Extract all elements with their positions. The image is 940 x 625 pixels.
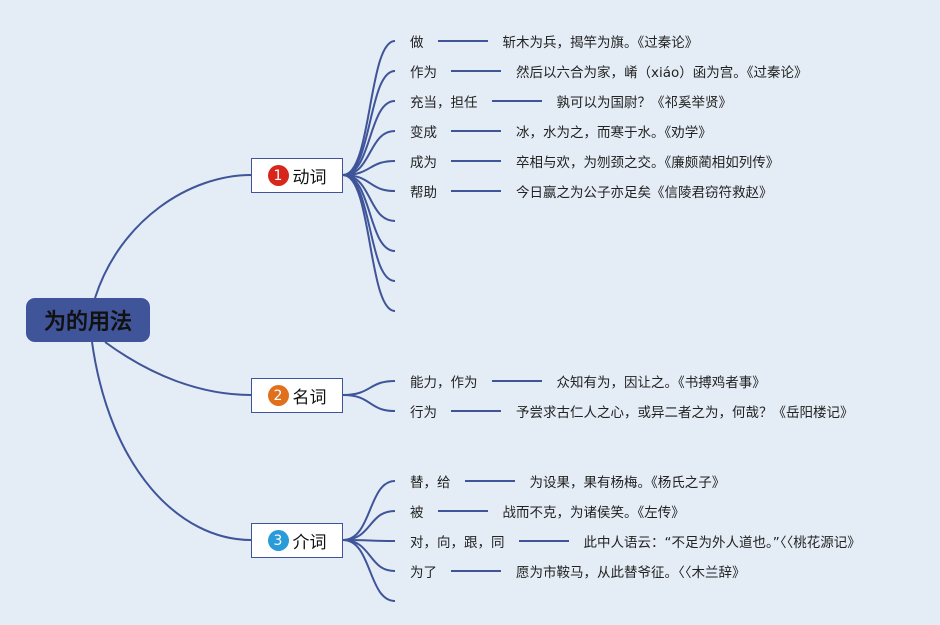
- meaning: 行为: [410, 405, 437, 421]
- example: 今日嬴之为公子亦足矣《信陵君窃符救赵》: [516, 185, 773, 201]
- leaf-connector: [342, 174, 396, 312]
- leaf-connector: [342, 480, 396, 541]
- link-line: [451, 70, 501, 72]
- leaf-item[interactable]: 为了 愿为市鞍马，从此替爷征。〈〈木兰辞》: [410, 561, 746, 581]
- number-badge-icon: 3: [267, 530, 289, 551]
- example: 为设果，果有杨梅。《杨氏之子》: [529, 475, 726, 491]
- leaf-connector: [342, 100, 396, 176]
- example: 然后以六合为家，崤（xiáo）函为宫。《过秦论》: [516, 65, 808, 81]
- example: 孰可以为国尉？《祁奚举贤》: [556, 95, 733, 111]
- leaf-item[interactable]: 充当，担任 孰可以为国尉？《祁奚举贤》: [410, 91, 732, 111]
- meaning: 对，向，跟，同: [410, 535, 505, 551]
- example: 予尝求古仁人之心，或异二者之为，何哉？《岳阳楼记》: [516, 405, 854, 421]
- leaf-connector: [342, 510, 396, 541]
- root-connector: [104, 341, 252, 396]
- leaf-connector: [342, 130, 396, 176]
- link-line: [437, 510, 488, 512]
- leaf-connector: [342, 40, 396, 176]
- meaning: 变成: [410, 125, 437, 141]
- topic-label: 介词: [292, 533, 327, 553]
- leaf-connector: [342, 539, 396, 602]
- link-line: [451, 410, 501, 412]
- example: 愿为市鞍马，从此替爷征。〈〈木兰辞》: [516, 565, 746, 581]
- example: 卒相与欢，为刎颈之交。《廉颇蔺相如列传》: [516, 155, 780, 171]
- meaning: 帮助: [410, 185, 437, 201]
- leaf-item[interactable]: 做 斩木为兵，揭竿为旗。《过秦论》: [410, 31, 698, 51]
- example: 冰，水为之，而寒于水。《劝学》: [516, 125, 712, 141]
- meaning: 成为: [410, 155, 437, 171]
- leaf-item[interactable]: 被 战而不克，为诸侯笑。《左传》: [410, 501, 685, 521]
- leaf-item[interactable]: 行为 予尝求古仁人之心，或异二者之为，何哉？《岳阳楼记》: [410, 401, 854, 421]
- root-connector: [94, 174, 252, 299]
- example: 斩木为兵，揭竿为旗。《过秦论》: [502, 35, 699, 51]
- leaf-connector: [342, 394, 396, 412]
- link-line: [451, 130, 501, 132]
- meaning: 做: [410, 35, 424, 51]
- leaf-item[interactable]: 能力，作为 众知有为，因让之。《书搏鸡者事》: [410, 371, 766, 391]
- meaning: 充当，担任: [410, 95, 478, 111]
- root-title: 为的用法: [43, 310, 132, 335]
- leaf-item[interactable]: 帮助 今日嬴之为公子亦足矣《信陵君窃符救赵》: [410, 181, 773, 201]
- link-line: [437, 40, 488, 42]
- meaning: 被: [410, 505, 424, 521]
- link-line: [464, 480, 515, 482]
- topic-label: 动词: [292, 168, 327, 188]
- root-connector: [91, 341, 252, 541]
- leaf-item[interactable]: 成为 卒相与欢，为刎颈之交。《廉颇蔺相如列传》: [410, 151, 779, 171]
- leaf-item[interactable]: 替，给 为设果，果有杨梅。《杨氏之子》: [410, 471, 725, 491]
- link-line: [451, 160, 501, 162]
- leaf-item[interactable]: 变成 冰，水为之，而寒于水。《劝学》: [410, 121, 712, 141]
- link-line: [451, 190, 501, 192]
- meaning: 作为: [410, 65, 437, 81]
- number-badge-icon: 2: [267, 385, 289, 406]
- topic-label: 名词: [292, 388, 327, 408]
- meaning: 能力，作为: [410, 375, 478, 391]
- link-line: [451, 570, 501, 572]
- example: 此中人语云：“不足为外人道也。”〈〈桃花源记》: [583, 535, 861, 551]
- number-badge-icon: 1: [267, 165, 289, 186]
- meaning: 为了: [410, 565, 437, 581]
- meaning: 替，给: [410, 475, 451, 491]
- root-topic[interactable]: 为的用法: [26, 298, 150, 342]
- leaf-item[interactable]: 作为 然后以六合为家，崤（xiáo）函为宫。《过秦论》: [410, 61, 808, 81]
- leaf-item[interactable]: 对，向，跟，同 此中人语云：“不足为外人道也。”〈〈桃花源记》: [410, 531, 861, 551]
- leaf-connector: [342, 70, 396, 176]
- example: 战而不克，为诸侯笑。《左传》: [502, 505, 685, 521]
- leaf-connector: [342, 380, 396, 396]
- link-line: [518, 540, 569, 542]
- link-line: [491, 380, 542, 382]
- example: 众知有为，因让之。《书搏鸡者事》: [556, 375, 766, 391]
- link-line: [491, 100, 542, 102]
